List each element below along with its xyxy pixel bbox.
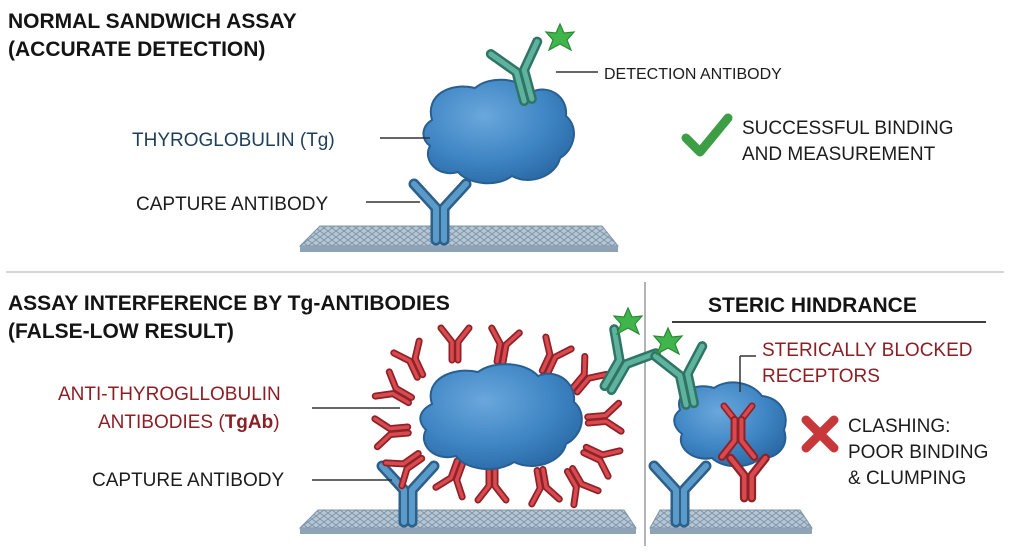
top-result-line2: AND MEASUREMENT <box>742 144 936 165</box>
bl-star-icon <box>613 307 643 335</box>
check-icon <box>681 113 733 157</box>
top-title-line2: (ACCURATE DETECTION) <box>8 38 265 61</box>
top-result-line1: SUCCESSFUL BINDING <box>742 118 954 139</box>
top-title-line1: NORMAL SANDWICH ASSAY <box>8 10 297 33</box>
br-label-clash-line3: & CLUMPING <box>848 468 966 489</box>
bl-title-line1: ASSAY INTERFERENCE BY Tg-ANTIBODIES <box>8 292 450 315</box>
br-label-blocked-line2: RECEPTORS <box>762 366 880 387</box>
top-label-detection: DETECTION ANTIBODY <box>604 66 782 83</box>
top-thyroglobulin-blob <box>422 78 575 185</box>
br-label-blocked-line1: STERICALLY BLOCKED <box>762 340 972 361</box>
br-star-icon <box>653 327 683 355</box>
top-label-capture: CAPTURE ANTIBODY <box>136 194 328 215</box>
top-star-icon <box>545 23 575 51</box>
br-thyroglobulin-blob <box>673 381 787 468</box>
br-label-clash-line2: POOR BINDING <box>848 442 988 463</box>
top-label-tg: THYROGLOBULIN (Tg) <box>132 130 335 151</box>
top-surface-membrane <box>298 225 620 252</box>
bl-label-tgab-line1: ANTI-THYROGLLOBULIN <box>58 384 281 405</box>
bl-surface-membrane <box>298 509 637 534</box>
bl-title-line2: (FALSE-LOW RESULT) <box>8 320 234 343</box>
br-label-clash-line1: CLASHING: <box>848 416 950 437</box>
bl-label-tgab-line2: ANTIBODIES (TgAb) <box>98 412 280 433</box>
bl-thyroglobulin-blob <box>419 363 583 471</box>
cross-icon <box>801 415 839 453</box>
br-title: STERIC HINDRANCE <box>708 294 917 317</box>
br-surface-membrane <box>649 509 813 534</box>
bl-label-capture: CAPTURE ANTIBODY <box>92 470 284 491</box>
